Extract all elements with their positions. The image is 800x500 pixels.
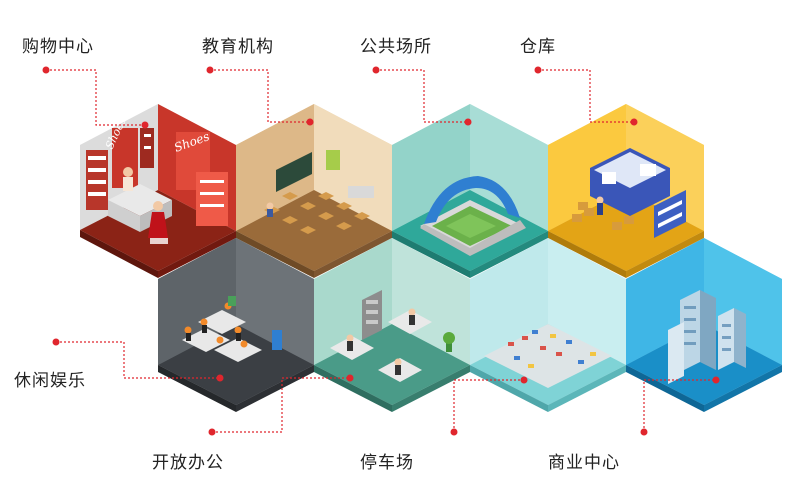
connector-commercial-center	[643, 379, 716, 432]
connector-shopping-center	[46, 69, 145, 126]
label-parking: 停车场	[360, 453, 414, 473]
cell-warehouse	[548, 104, 704, 278]
cell-parking	[470, 238, 626, 412]
connector-leisure	[56, 341, 220, 379]
connector-dots	[42, 66, 720, 436]
label-open-office: 开放办公	[152, 453, 224, 473]
cell-commercial-center	[626, 238, 782, 412]
label-warehouse: 仓库	[520, 37, 556, 57]
label-leisure: 休闲娱乐	[14, 371, 86, 391]
connector-warehouse	[538, 69, 634, 123]
connector-public-venue	[376, 69, 468, 123]
connector-education	[210, 69, 310, 123]
label-shopping-center: 购物中心	[22, 37, 94, 57]
cell-shopping-center	[80, 104, 236, 278]
label-public-venue: 公共场所	[360, 37, 432, 57]
cell-public-venue	[392, 104, 548, 278]
cell-education	[236, 104, 392, 278]
connector-parking	[453, 379, 524, 432]
label-education: 教育机构	[202, 37, 274, 57]
connectors	[46, 69, 716, 433]
cell-leisure	[158, 238, 314, 412]
cell-open-office	[314, 238, 470, 412]
label-commercial-center: 商业中心	[548, 453, 620, 473]
connector-open-office	[212, 377, 350, 433]
